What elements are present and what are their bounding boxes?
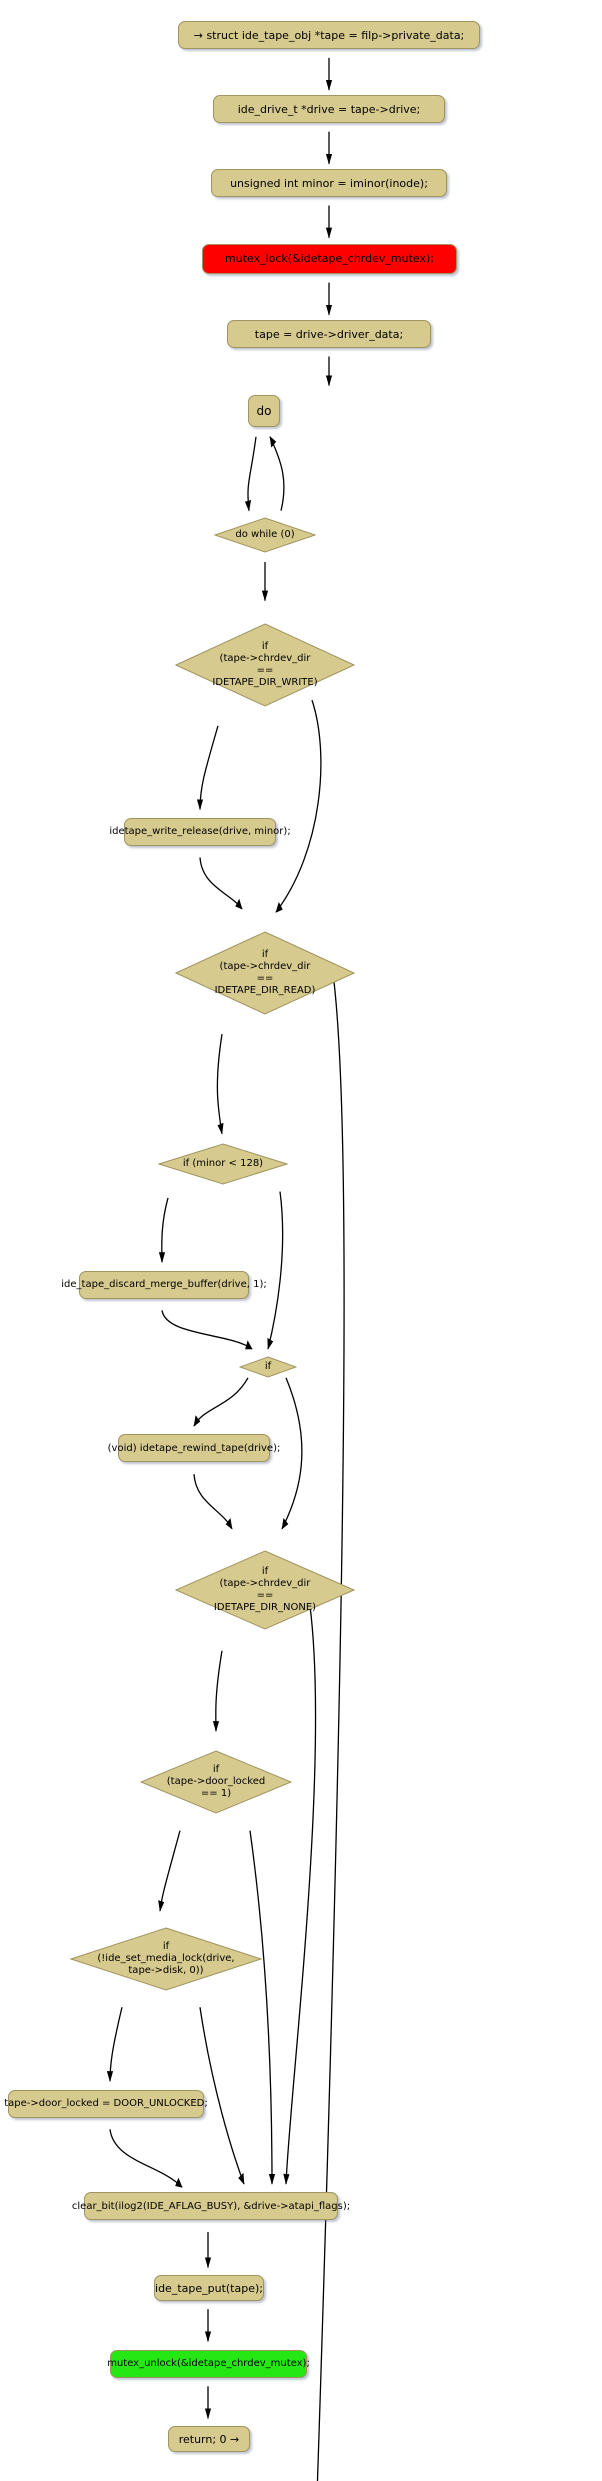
node-label: clear_bit(ilog2(IDE_AFLAG_BUSY), &drive-…: [71, 2200, 351, 2212]
node-label: if (minor < 128): [182, 1158, 264, 1170]
node-label: idetape_write_release(drive, minor);: [109, 826, 291, 838]
node-if-chrdev-dir-write[interactable]: if (tape->chrdev_dir == IDETAPE_DIR_WRIT…: [175, 623, 355, 707]
node-label: do: [256, 403, 272, 418]
node-do-while-0[interactable]: do while (0): [213, 516, 317, 554]
node-label: tape->door_locked = DOOR_UNLOCKED;: [4, 2098, 208, 2110]
node-if-door-locked[interactable]: if (tape->door_locked == 1): [140, 1750, 292, 1814]
node-label: tape = drive->driver_data;: [254, 327, 404, 341]
node-assign-minor[interactable]: unsigned int minor = iminor(inode);: [211, 169, 447, 198]
node-label: if (tape->chrdev_dir == IDETAPE_DIR_WRIT…: [212, 640, 318, 688]
node-mutex-lock[interactable]: mutex_lock(&idetape_chrdev_mutex);: [202, 243, 457, 274]
node-label: if (!ide_set_media_lock(drive, tape->dis…: [97, 1941, 235, 1977]
node-label: mutex_unlock(&idetape_chrdev_mutex);: [107, 2358, 310, 2370]
node-label: if (tape->chrdev_dir == IDETAPE_DIR_NONE…: [213, 1565, 317, 1613]
node-return-0[interactable]: return; 0 →: [168, 2426, 250, 2453]
node-do[interactable]: do: [248, 395, 280, 428]
node-ide-tape-put[interactable]: ide_tape_put(tape);: [154, 2275, 264, 2302]
node-label: return; 0 →: [178, 2432, 240, 2446]
node-idetape-write-release[interactable]: idetape_write_release(drive, minor);: [109, 817, 291, 846]
node-rewind-tape[interactable]: (void) idetape_rewind_tape(drive);: [108, 1434, 280, 1463]
node-label: do while (0): [235, 528, 295, 540]
node-label: ide_drive_t *drive = tape->drive;: [237, 102, 421, 116]
node-if-set-media-lock[interactable]: if (!ide_set_media_lock(drive, tape->dis…: [70, 1927, 262, 1991]
node-label: ide_tape_discard_merge_buffer(drive, 1);: [61, 1279, 267, 1291]
node-if-chrdev-dir-none[interactable]: if (tape->chrdev_dir == IDETAPE_DIR_NONE…: [175, 1550, 355, 1630]
node-discard-merge-buffer[interactable]: ide_tape_discard_merge_buffer(drive, 1);: [61, 1270, 267, 1299]
node-label: unsigned int minor = iminor(inode);: [230, 176, 428, 190]
node-assign-tape[interactable]: → struct ide_tape_obj *tape = filp->priv…: [178, 21, 480, 50]
node-if-merge[interactable]: if: [239, 1356, 297, 1378]
node-assign-drive[interactable]: ide_drive_t *drive = tape->drive;: [213, 95, 445, 124]
node-label: if: [264, 1360, 272, 1372]
node-label: → struct ide_tape_obj *tape = filp->priv…: [193, 28, 465, 42]
node-label: ide_tape_put(tape);: [155, 2281, 263, 2295]
node-label: if (tape->door_locked == 1): [166, 1764, 266, 1800]
node-mutex-unlock[interactable]: mutex_unlock(&idetape_chrdev_mutex);: [107, 2349, 310, 2378]
node-label: if (tape->chrdev_dir == IDETAPE_DIR_READ…: [214, 949, 316, 997]
node-clear-bit-busy[interactable]: clear_bit(ilog2(IDE_AFLAG_BUSY), &drive-…: [72, 2192, 350, 2221]
node-label: mutex_lock(&idetape_chrdev_mutex);: [225, 252, 434, 266]
node-assign-tape-driverdata[interactable]: tape = drive->driver_data;: [227, 320, 431, 348]
node-if-minor-lt-128[interactable]: if (minor < 128): [158, 1143, 288, 1185]
node-if-chrdev-dir-read[interactable]: if (tape->chrdev_dir == IDETAPE_DIR_READ…: [175, 931, 355, 1015]
node-door-unlocked[interactable]: tape->door_locked = DOOR_UNLOCKED;: [4, 2089, 208, 2118]
node-label: (void) idetape_rewind_tape(drive);: [107, 1442, 281, 1454]
